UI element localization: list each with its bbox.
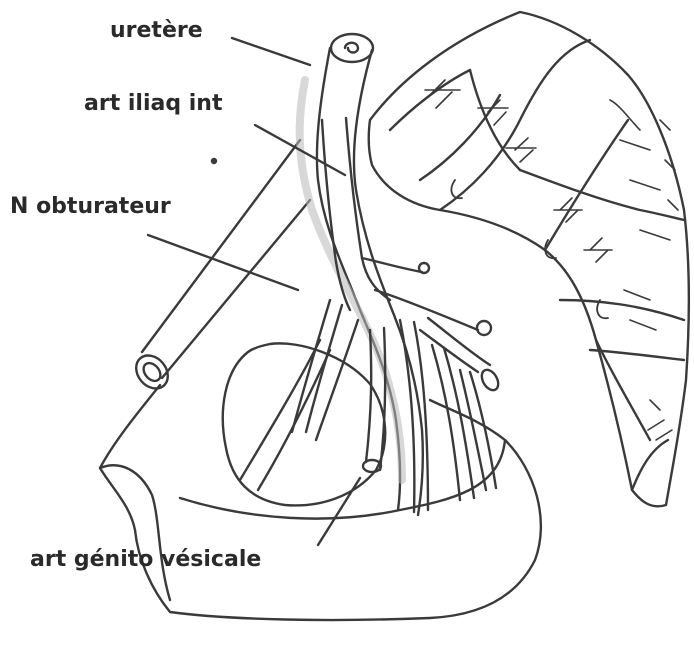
internal-iliac-artery-label: art iliaq int [84,93,222,115]
obturator-nerve-upper [142,140,300,352]
sacrum-outline [369,12,689,506]
ureter-left [317,48,400,510]
genito-vesical-leader [318,478,360,545]
obturator-nerve-label: N obturateur [10,196,171,218]
ureter-end [331,34,373,62]
obturator-nerve-end [130,349,175,395]
ureter-leader [232,38,310,65]
genito-vesical-artery-label: art génito vésicale [30,549,261,571]
ureter-right [354,50,423,515]
ureter-label: uretère [110,20,203,42]
